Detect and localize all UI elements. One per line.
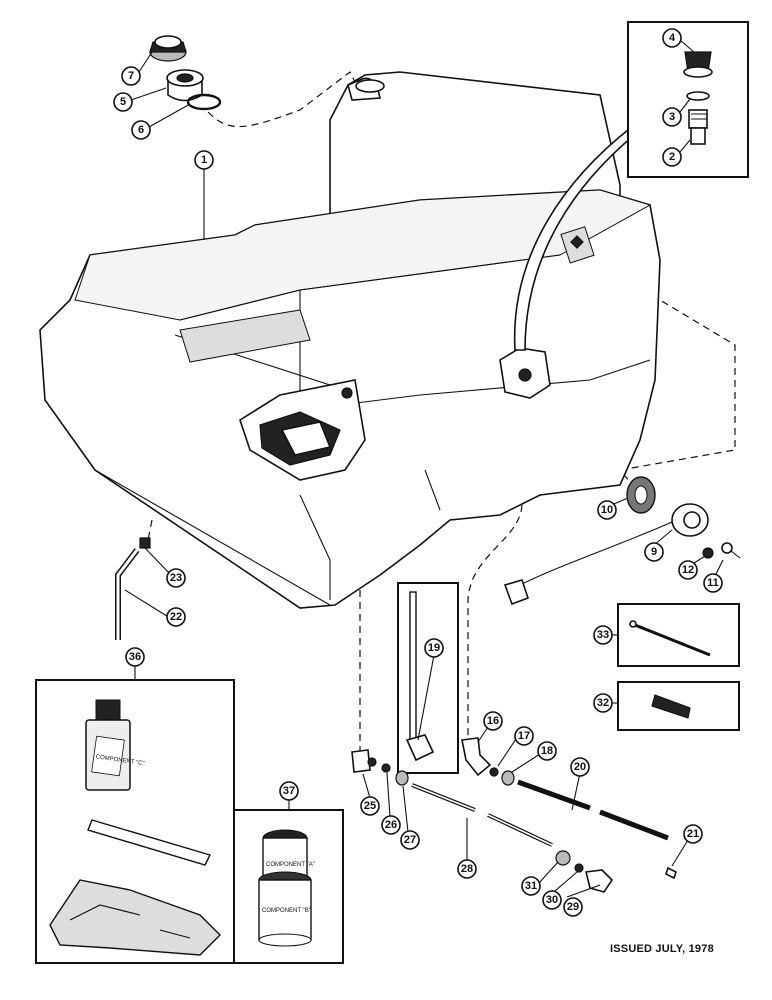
svg-text:20: 20 xyxy=(574,761,586,773)
callout-12: 12 xyxy=(678,560,698,580)
sleeve-17 xyxy=(489,767,499,777)
sender-screw xyxy=(721,542,741,559)
filler-cap xyxy=(149,35,187,62)
svg-text:16: 16 xyxy=(487,715,499,727)
callout-9: 9 xyxy=(644,542,664,562)
callout-3: 3 xyxy=(662,107,682,127)
svg-text:18: 18 xyxy=(541,745,553,757)
callout-37: 37 xyxy=(279,781,299,801)
callout-6: 6 xyxy=(131,120,151,140)
callout-16: 16 xyxy=(483,711,503,731)
repair-kit-stick xyxy=(87,819,211,866)
fuel-line-clip xyxy=(651,694,691,719)
sleeve-26 xyxy=(381,763,391,773)
svg-text:10: 10 xyxy=(601,504,613,516)
vent-fitting xyxy=(688,109,708,145)
sender-lockwasher xyxy=(702,547,714,559)
svg-text:1: 1 xyxy=(201,154,207,166)
callout-21: 21 xyxy=(683,824,703,844)
svg-text:23: 23 xyxy=(170,572,182,584)
svg-text:17: 17 xyxy=(518,730,530,742)
callout-32: 32 xyxy=(593,693,613,713)
repair-kit-cloth xyxy=(49,879,221,956)
svg-text:7: 7 xyxy=(128,70,134,82)
svg-text:27: 27 xyxy=(404,834,416,846)
callout-18: 18 xyxy=(537,741,557,761)
detail-box-vent-parts xyxy=(627,21,749,178)
fuel-line-21-end xyxy=(665,866,677,880)
callout-27: 27 xyxy=(400,830,420,850)
dashed-line-cap xyxy=(207,71,359,128)
svg-text:22: 22 xyxy=(170,611,182,623)
drain-fitting xyxy=(139,537,151,549)
svg-text:COMPONENT "A": COMPONENT "A" xyxy=(266,862,315,868)
callout-31: 31 xyxy=(521,876,541,896)
fuel-gauge-sender xyxy=(503,503,709,606)
svg-text:31: 31 xyxy=(525,880,537,892)
filler-gasket xyxy=(186,93,222,111)
callout-10: 10 xyxy=(597,500,617,520)
callout-20: 20 xyxy=(570,757,590,777)
callout-28: 28 xyxy=(457,859,477,879)
svg-text:21: 21 xyxy=(687,828,699,840)
svg-text:9: 9 xyxy=(651,546,657,558)
issued-date-note: ISSUED JULY, 1978 xyxy=(610,943,714,955)
callout-29: 29 xyxy=(563,897,583,917)
svg-text:28: 28 xyxy=(461,863,473,875)
svg-text:12: 12 xyxy=(682,564,694,576)
callout-4: 4 xyxy=(662,28,682,48)
filler-neck-adapter xyxy=(166,69,204,102)
elbow-fitting-25 xyxy=(351,749,377,773)
nut-27 xyxy=(395,770,409,786)
svg-text:37: 37 xyxy=(283,785,295,797)
drain-tube xyxy=(115,548,140,640)
callout-1: 1 xyxy=(194,150,214,170)
callout-5: 5 xyxy=(113,92,133,112)
vent-cap xyxy=(683,51,713,78)
sleeve-30 xyxy=(574,863,584,873)
dashed-line-fitting-16 xyxy=(467,504,523,745)
svg-text:6: 6 xyxy=(138,124,144,136)
svg-text:32: 32 xyxy=(597,697,609,709)
svg-text:3: 3 xyxy=(669,111,675,123)
svg-text:29: 29 xyxy=(567,901,579,913)
dashed-line-drain xyxy=(147,519,153,541)
svg-text:4: 4 xyxy=(669,32,676,44)
svg-text:19: 19 xyxy=(428,642,440,654)
detail-box-33 xyxy=(617,603,740,667)
callout-33: 33 xyxy=(593,625,613,645)
callout-11: 11 xyxy=(703,573,723,593)
elbow-fitting-29 xyxy=(585,869,614,893)
elbow-fitting-16 xyxy=(461,737,492,777)
svg-text:5: 5 xyxy=(120,96,126,108)
callout-23: 23 xyxy=(166,568,186,588)
callout-26: 26 xyxy=(381,815,401,835)
svg-text:36: 36 xyxy=(129,651,141,663)
fuel-line-clip-strap xyxy=(634,623,711,657)
svg-text:COMPONENT "B": COMPONENT "B" xyxy=(262,908,311,914)
svg-text:2: 2 xyxy=(669,151,675,163)
callout-2: 2 xyxy=(662,147,682,167)
callout-19: 19 xyxy=(424,638,444,658)
callout-30: 30 xyxy=(542,890,562,910)
svg-text:33: 33 xyxy=(597,629,609,641)
svg-text:25: 25 xyxy=(364,800,376,812)
callout-17: 17 xyxy=(514,726,534,746)
repair-kit-bottle: COMPONENT "C" xyxy=(85,699,145,791)
fuel-tank xyxy=(39,71,661,609)
fuel-line-20 xyxy=(517,779,669,841)
callout-7: 7 xyxy=(121,66,141,86)
component-can: COMPONENT "A" COMPONENT "B" xyxy=(258,829,315,947)
callout-22: 22 xyxy=(166,607,186,627)
callout-25: 25 xyxy=(360,796,380,816)
nut-31 xyxy=(555,850,571,866)
nut-18 xyxy=(501,770,515,786)
svg-text:30: 30 xyxy=(546,894,558,906)
vent-washer xyxy=(686,91,710,101)
svg-text:26: 26 xyxy=(385,819,397,831)
svg-text:11: 11 xyxy=(707,577,719,589)
callout-36: 36 xyxy=(125,647,145,667)
